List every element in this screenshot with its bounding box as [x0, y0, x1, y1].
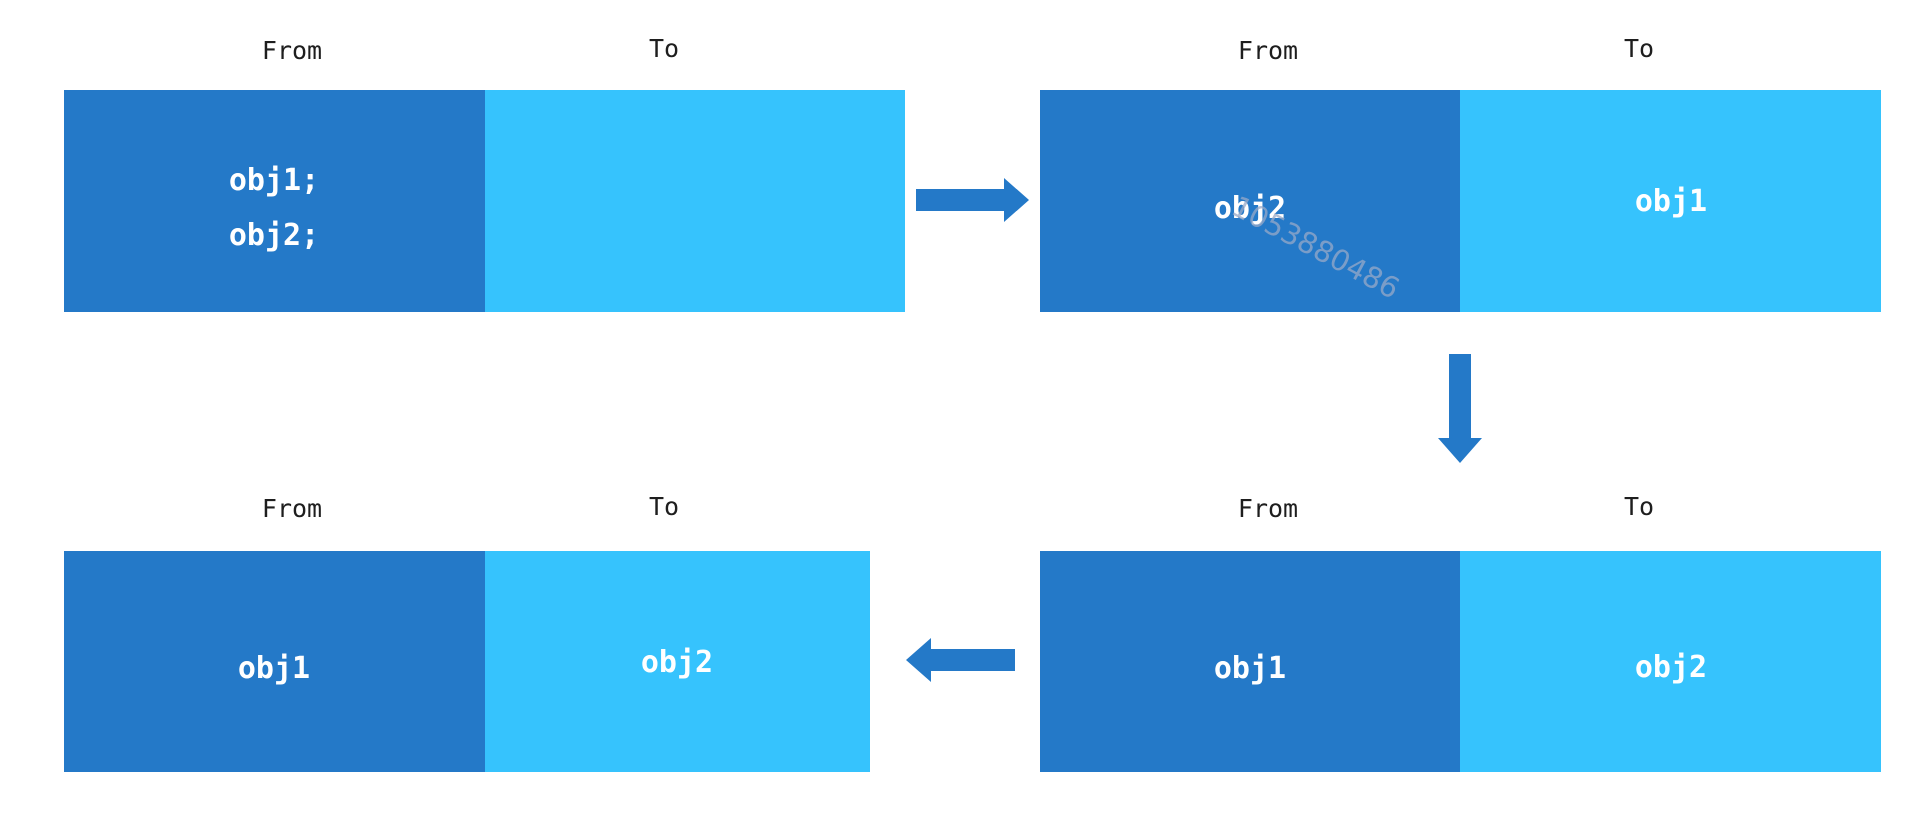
panel-2-from-line-1: obj2	[1213, 191, 1287, 226]
panel-4-from-line-1: obj1	[237, 651, 311, 686]
panel-2-from-header: From	[1237, 36, 1299, 65]
panel-4-to-line-1: obj2	[640, 645, 714, 680]
panel-1-to-header: To	[648, 34, 680, 63]
panel-2-to-header: To	[1623, 34, 1655, 63]
panel-4-from-space	[64, 551, 485, 772]
panel-4-to-space	[485, 551, 870, 772]
panel-2-to-space	[1460, 90, 1881, 312]
panel-3-from-space	[1040, 551, 1460, 772]
panel-3-from-line-1: obj1	[1213, 651, 1287, 686]
panel-3-to-space	[1460, 551, 1881, 772]
panel-3-to-line-1: obj2	[1634, 650, 1708, 685]
panel-1-to-space	[485, 90, 905, 312]
panel-3-to-header: To	[1623, 492, 1655, 521]
arrow-left-icon	[906, 638, 1015, 682]
panel-1-from-line-1: obj1;	[228, 163, 320, 198]
panel-1-from-space	[64, 90, 485, 312]
panel-1-from-line-2: obj2;	[228, 218, 320, 253]
arrow-right-icon	[916, 178, 1029, 222]
panel-4-from-header: From	[261, 494, 323, 523]
panel-2-to-line-1: obj1	[1634, 184, 1708, 219]
panel-2-from-space	[1040, 90, 1460, 312]
panel-4-to-header: To	[648, 492, 680, 521]
arrow-down-icon	[1438, 354, 1482, 463]
panel-3-from-header: From	[1237, 494, 1299, 523]
panel-1-from-header: From	[261, 36, 323, 65]
